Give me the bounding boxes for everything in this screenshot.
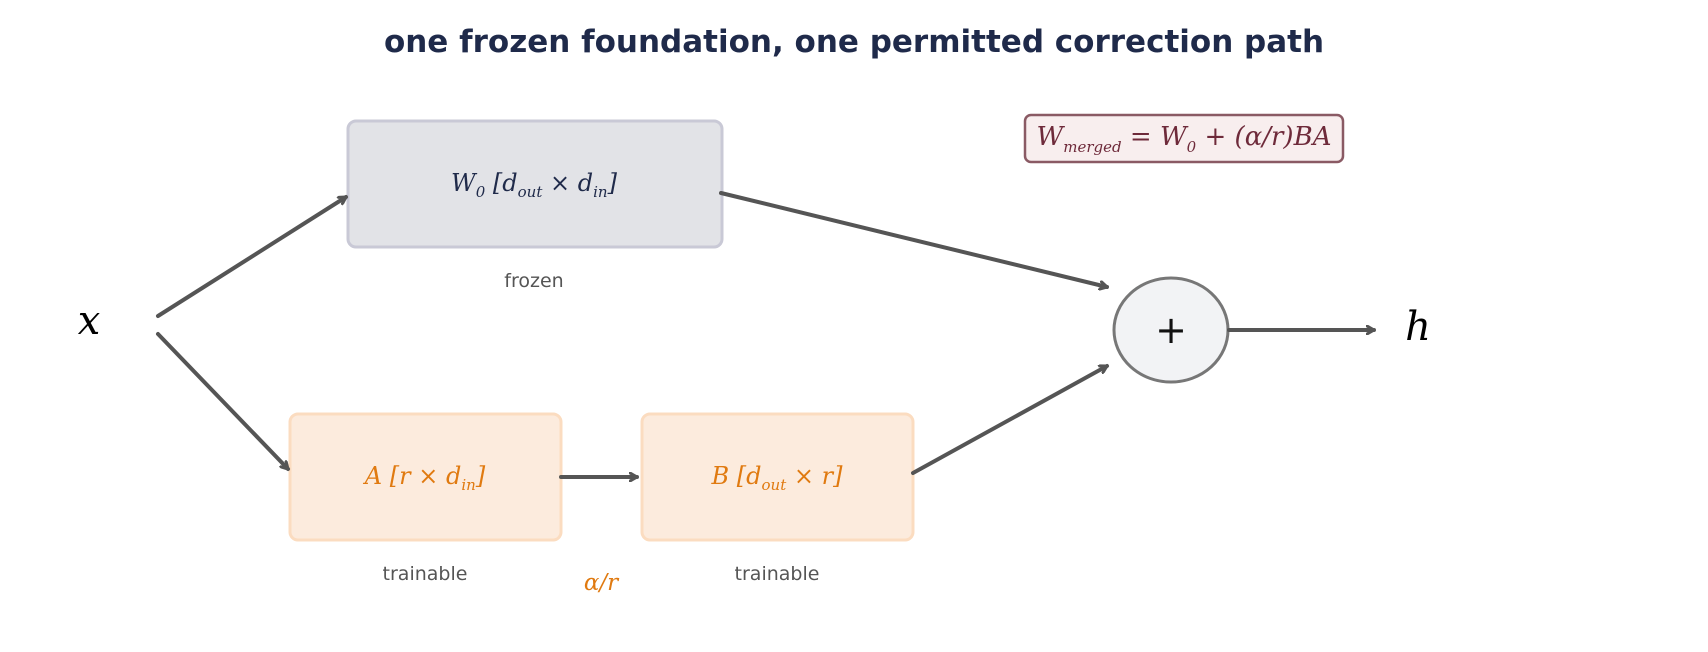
output-label: h [1405, 304, 1431, 350]
lora-b-block [640, 412, 915, 542]
lora-b-label: B [dout × r] [711, 462, 844, 494]
frozen-weight-label: W0 [dout × din] [451, 169, 618, 201]
merged-formula-box [1023, 113, 1345, 164]
merged-formula: Wmerged = W0 + (α/r)BA [1037, 122, 1332, 156]
arrow-frozen-to-sum [719, 191, 1109, 287]
lora-a-label: A [r × din] [363, 462, 486, 494]
arrow-b-to-sum [911, 364, 1109, 475]
lora-b-caption: trainable [735, 563, 820, 585]
arrow-x-to-a [156, 332, 290, 471]
frozen-caption: frozen [504, 270, 563, 292]
scale-label: α/r [584, 570, 620, 596]
arrow-x-to-frozen [156, 195, 348, 318]
lora-a-caption: trainable [383, 563, 468, 585]
input-label: x [78, 298, 101, 344]
plus-icon: + [1155, 308, 1187, 352]
frozen-weight-block [346, 119, 724, 249]
diagram-title: one frozen foundation, one permitted cor… [384, 24, 1324, 60]
